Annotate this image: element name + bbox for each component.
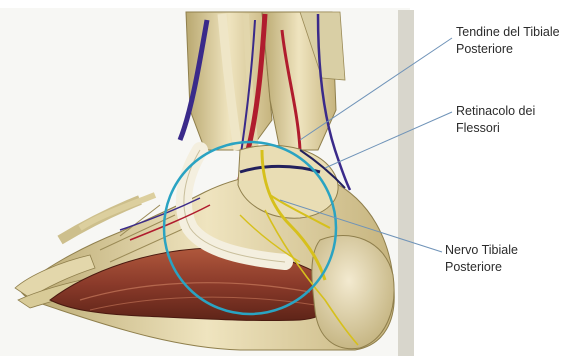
label-tendine-tibiale-posteriore: Tendine del Tibiale Posteriore [456,24,560,58]
label-nervo-tibiale-posteriore: Nervo Tibiale Posteriore [445,242,518,276]
scene-edge-shadow [398,10,414,356]
label-retinacolo-line1: Retinacolo dei [456,103,535,120]
label-nervo-line1: Nervo Tibiale [445,242,518,259]
label-retinacolo-line2: Flessori [456,120,535,137]
label-retinacolo-flessori: Retinacolo dei Flessori [456,103,535,137]
label-tendine-line1: Tendine del Tibiale [456,24,560,41]
label-tendine-line2: Posteriore [456,41,560,58]
calcaneus-heel [312,235,394,348]
label-nervo-line2: Posteriore [445,259,518,276]
